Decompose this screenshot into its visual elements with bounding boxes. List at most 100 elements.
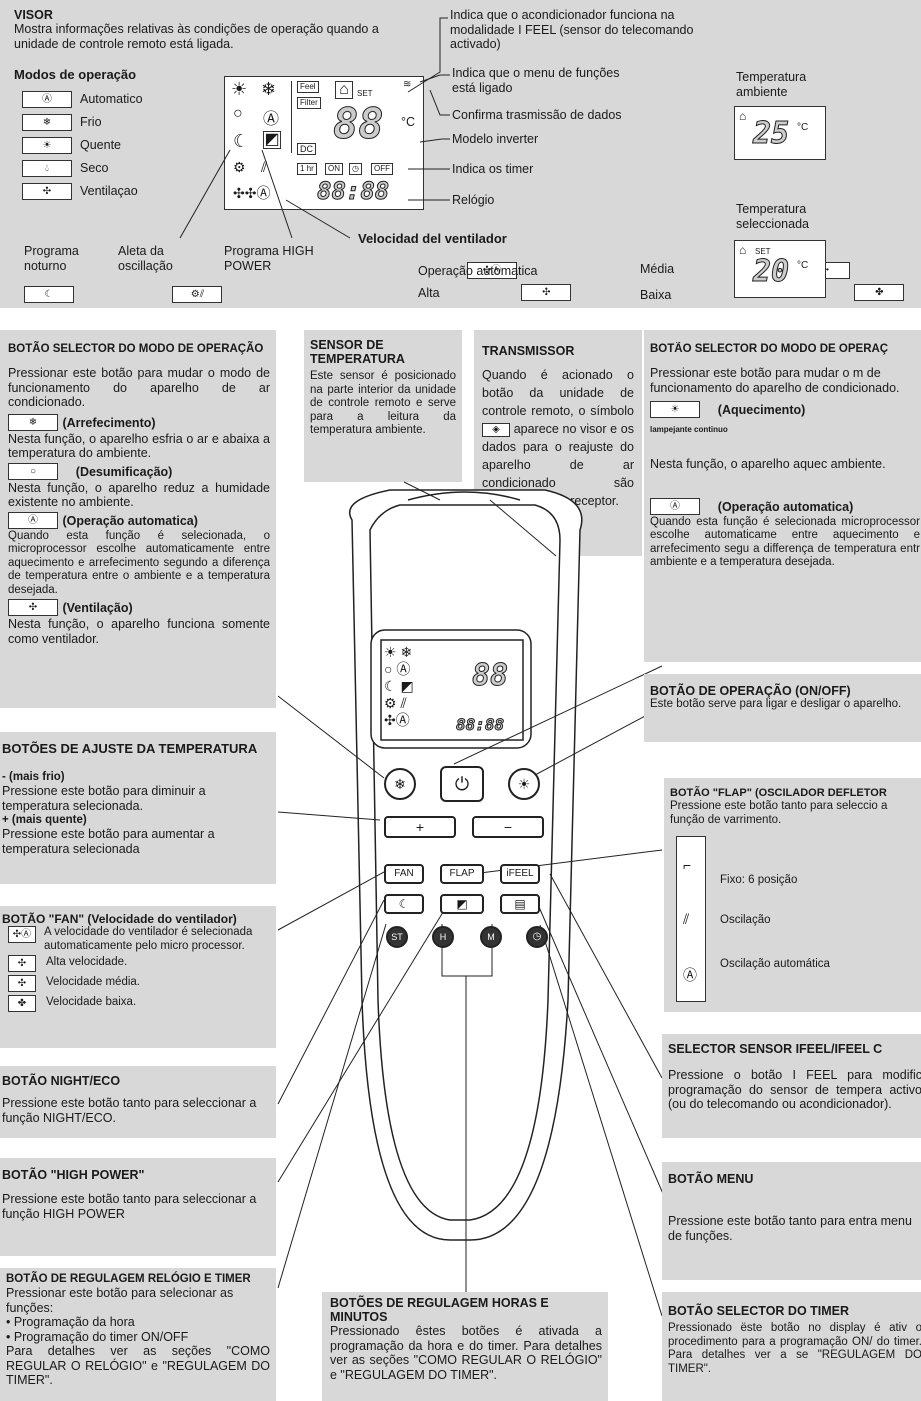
arref-desc: Nesta função, o aparelho esfria o ar e a… [8, 431, 270, 461]
menu-button[interactable]: ▤ [500, 894, 540, 914]
clock-timer-button[interactable]: ST [386, 926, 408, 948]
timer-title: BOTÃO SELECTOR DO TIMER [668, 1304, 850, 1318]
set-label: SET [357, 89, 373, 98]
fan-baixa-desc: Velocidade baixa. [46, 996, 137, 1009]
sensor-title: SENSOR DE TEMPERATURA [310, 338, 405, 366]
callout-lines [407, 17, 450, 201]
flap-options-frame: ⌐ ⫽ Ⓐ [676, 836, 706, 1002]
minute-button[interactable]: M [480, 926, 502, 948]
temp-amb-display: ⌂ 25 °C [734, 106, 826, 160]
fan-media-desc: Velocidade média. [46, 976, 140, 989]
clock-timer-title: BOTÃO DE REGULAGEM RELÓGIO E TIMER [6, 1273, 251, 1285]
home-icon: ⌂ [739, 243, 747, 257]
snowflake-icon: ❄ [8, 413, 58, 431]
aleta-label: Aleta da oscillação [118, 244, 173, 273]
vent-desc: Nesta função, o aparelho funciona soment… [8, 617, 270, 646]
night-eco-desc: Pressione este botão tanto para seleccio… [2, 1096, 257, 1125]
on-indicator: ON [325, 163, 343, 175]
desum-label: (Desumificação) [75, 464, 173, 479]
timer-desc: Pressionado ëste botão no display é ativ… [668, 1322, 921, 1375]
mode-cool-button[interactable]: ❄ [384, 768, 416, 800]
fan-title-line [285, 199, 351, 239]
flap-title: BOTÃO "FLAP" (OSCILADOR DEFLETOR [670, 787, 887, 799]
fan-auto-desc: A velocidade do ventilador é selecionada… [44, 926, 253, 952]
lcd-display-diagram: ☀ ❄ ○ Ⓐ ☾ ◩ ⚙ ⫽ ✣✣Ⓐ Feel Filter ⌂ SET ≋ … [224, 76, 424, 210]
auto-icon: Ⓐ [8, 511, 58, 529]
flap-fixed-icon: ⌐ [683, 857, 692, 873]
modes-title: Modos de operação [14, 67, 137, 82]
power-button[interactable]: ⏻ [440, 766, 484, 802]
aquec-label: (Aquecimento) [717, 403, 806, 417]
plus-desc: Pressione este botão para aumentar a tem… [2, 827, 215, 856]
vent-header: ✣ (Ventilação) [8, 599, 270, 617]
vent-label: (Ventilação) [62, 601, 133, 615]
lcd-temp-digits: 88 [333, 99, 385, 148]
flap-box: BOTÃO "FLAP" (OSCILADOR DEFLETOR Pressio… [664, 778, 921, 1012]
home-icon: ⌂ [335, 81, 353, 99]
fan-auto-icon: ✣Ⓐ [466, 262, 517, 280]
off-indicator: OFF [371, 163, 393, 175]
fan-low-row: ✤Velocidade baixa. [8, 993, 270, 1013]
ifeel-button[interactable]: iFEEL [500, 864, 540, 884]
moon-icon: ☾ [233, 131, 250, 151]
visor-desc: Mostra informações relativas às condiçõe… [14, 22, 379, 51]
temp-sel-value: 20 [752, 254, 790, 289]
flap-auto-label: Oscilação automática [720, 958, 830, 970]
droplet-icon: ○ [233, 105, 243, 122]
flap-desc: Pressione este botão tanto para seleccio… [670, 800, 888, 826]
fan-button[interactable]: FAN [384, 864, 424, 884]
sun-icon: ☀ [650, 401, 700, 419]
lcd-unit: °C [401, 115, 416, 129]
swing-icon: ⫽ [261, 159, 268, 175]
hours-minutes-title: BOTÕES DE REGULAGEM HORAS E MINUTOS [330, 1296, 549, 1324]
fan-medium-row: ✣Velocidade média. [8, 973, 270, 993]
modes-list: Ⓐ Automatico ❄ Frio ☀ Quente 💧︎ Seco ✣ V… [22, 88, 222, 203]
minus-button[interactable]: − [472, 816, 544, 838]
clock-timer-box: BOTÃO DE REGULAGEM RELÓGIO E TIMER Press… [0, 1268, 276, 1401]
flap-auto-icon: Ⓐ [683, 967, 697, 983]
plus-label: + (mais quente) [2, 814, 87, 826]
callout-ifeel: Indica que o acondicionador funciona na … [450, 8, 694, 51]
set-label: SET [755, 247, 771, 256]
timer-box: BOTÃO SELECTOR DO TIMER Pressionado ëste… [662, 1292, 921, 1401]
fan-icon: ✣ [22, 183, 72, 200]
timer-selector-button[interactable]: ◷ [526, 926, 548, 948]
mode-label: Quente [80, 138, 122, 153]
hours-minutes-box: BOTÕES DE REGULAGEM HORAS E MINUTOS Pres… [322, 1292, 608, 1401]
desum-header: ○ (Desumificação) [8, 462, 270, 481]
auto-icon: Ⓐ [263, 111, 280, 128]
callout-timer: Indica os timer [452, 162, 534, 176]
fan-baixa-label: Baixa [640, 288, 672, 302]
night-eco-box: BOTÃO NIGHT/ECO Pressione este botão tan… [0, 1066, 276, 1138]
temp-amb-label: Temperatura ambiente [736, 70, 807, 99]
auto-label: (Operação automatica) [62, 513, 198, 528]
mode-row-quente: ☀ Quente [22, 134, 222, 157]
high-power-icon: ◩ [263, 131, 281, 149]
arref-label: (Arrefecimento) [62, 415, 156, 430]
minus-label: - (mais frio) [2, 771, 65, 783]
signal-icon: ≋ [403, 79, 412, 90]
fan-low-icon: ✤ [854, 284, 905, 302]
hour-button[interactable]: H [432, 926, 454, 948]
mode-label: Ventilaçao [80, 184, 138, 199]
mode-selector-desc: Pressionar este botão para mudar o modo … [8, 366, 270, 409]
prog-noturno: Programa noturno [24, 244, 79, 273]
high-power-button[interactable]: ◩ [440, 894, 484, 914]
transmit-icon: ◈ [482, 422, 510, 437]
high-power-desc: Pressione este botão tanto para seleccio… [2, 1192, 257, 1221]
onoff-title: BOTÃO DE OPERAÇÃO (ON/OFF) [650, 684, 851, 698]
clock-bullet-2: • Programação do timer ON/OFF [6, 1329, 189, 1344]
night-eco-button[interactable]: ☾ [384, 894, 424, 914]
auto-icon: Ⓐ [22, 91, 72, 108]
clock-more: Para detalhes ver as seções "COMO REGULA… [6, 1344, 270, 1387]
high-power-box: BOTÃO "HIGH POWER" Pressione este botão … [0, 1158, 276, 1256]
mode-row-auto: Ⓐ Automatico [22, 88, 222, 111]
fan-icon: ✣ [8, 599, 58, 617]
callout-clock: Relógio [452, 193, 495, 207]
plus-button[interactable]: + [384, 816, 456, 838]
snowflake-icon: ❄ [22, 114, 72, 131]
mode-heat-button[interactable]: ☀ [508, 768, 540, 800]
temp-sel-display: ⌂ SET 20 °C [734, 240, 826, 298]
flap-button[interactable]: FLAP [440, 864, 484, 884]
